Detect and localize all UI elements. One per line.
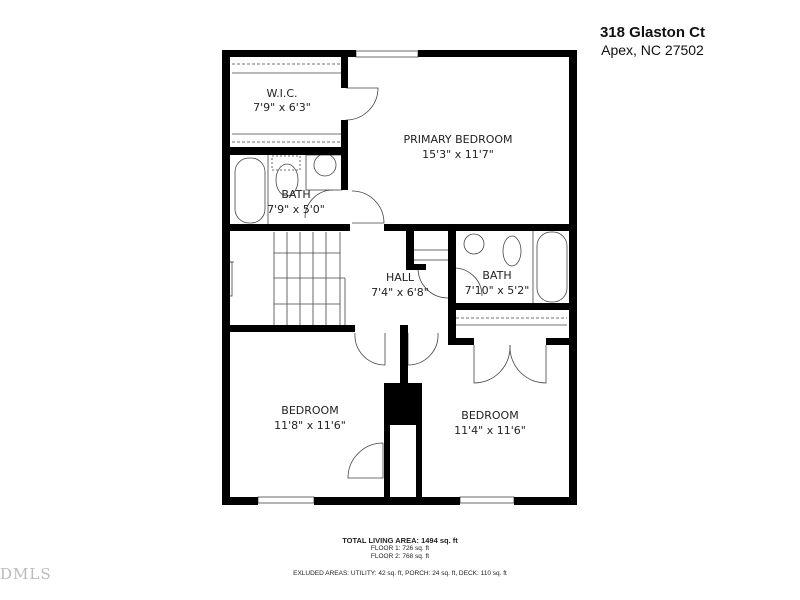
room-primary-bedroom-dims: 15'3" x 11'7"	[422, 148, 494, 161]
room-wic-name: W.I.C.	[266, 87, 297, 100]
excluded-areas: EXLUDED AREAS: UTILITY: 42 sq. ft, PORCH…	[293, 570, 507, 577]
floor2-area: FLOOR 2: 768 sq. ft	[370, 553, 430, 560]
room-labels: W.I.C. 7'9" x 6'3" PRIMARY BEDROOM 15'3"…	[253, 87, 529, 437]
room-hall-name: HALL	[386, 271, 415, 284]
room-hall-dims: 7'4" x 6'8"	[371, 286, 429, 299]
room-bath2-dims: 7'10" x 5'2"	[465, 284, 530, 297]
room-wic-dims: 7'9" x 6'3"	[253, 101, 311, 114]
city-state-zip: Apex, NC 27502	[601, 42, 704, 58]
street-address: 318 Glaston Ct	[599, 24, 705, 41]
walls	[222, 50, 577, 505]
room-bath1-dims: 7'9" x 5'0"	[267, 203, 325, 216]
address-block: 318 Glaston Ct Apex, NC 27502	[600, 24, 705, 58]
room-bedroom1-name: BEDROOM	[281, 404, 338, 417]
room-bedroom2-name: BEDROOM	[461, 409, 518, 422]
staircase	[225, 232, 346, 328]
room-primary-bedroom-name: PRIMARY BEDROOM	[403, 133, 512, 146]
mls-watermark: DMLS	[0, 565, 52, 583]
room-bedroom2-dims: 11'4" x 11'6"	[454, 424, 526, 437]
room-bath1-name: BATH	[281, 188, 310, 201]
total-living-area: TOTAL LIVING AREA: 1494 sq. ft	[342, 536, 458, 545]
room-bedroom1-dims: 11'8" x 11'6"	[274, 419, 346, 432]
room-bath2-name: BATH	[482, 269, 511, 282]
floor1-area: FLOOR 1: 726 sq. ft	[370, 545, 430, 552]
